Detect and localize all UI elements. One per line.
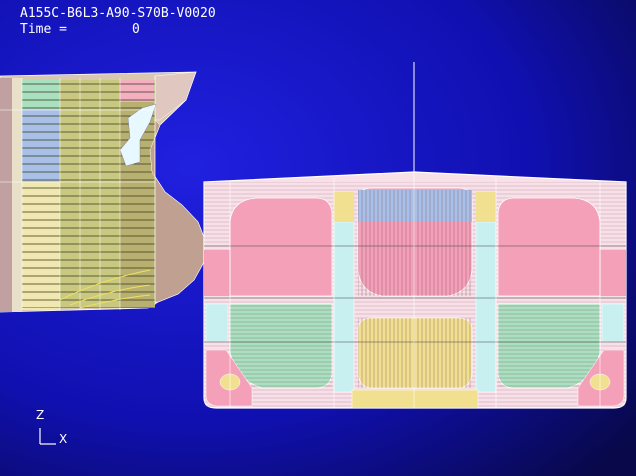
section-side-right — [600, 250, 626, 296]
section-side-left — [204, 250, 230, 296]
side-cut-highlight — [119, 103, 157, 167]
side-box-right — [601, 303, 625, 343]
section-deck-lines — [204, 245, 626, 343]
cross-section-model[interactable] — [203, 62, 627, 409]
bulkhead-right — [475, 221, 497, 393]
time-value: 0 — [132, 22, 140, 37]
side-frame-lines — [0, 76, 156, 310]
axis-x-label: X — [59, 432, 68, 446]
side-elevation-model[interactable] — [0, 71, 206, 313]
center-upper-lines — [358, 190, 472, 296]
deck-box-left — [334, 192, 354, 222]
axis-z-label: Z — [36, 408, 45, 422]
side-bow-structure — [149, 119, 206, 303]
section-frame-lines — [229, 172, 601, 408]
wing-tank-upper-right — [497, 197, 601, 297]
side-aft-strip — [0, 78, 12, 312]
deck-box-right — [476, 192, 496, 222]
keel-box — [351, 389, 479, 409]
wing-lower-right-lines — [498, 304, 600, 388]
bulkhead-left — [333, 221, 355, 393]
case-title: A155C-B6L3-A90-S70B-V0020 — [20, 6, 216, 21]
side-bottom-curves — [59, 269, 151, 309]
center-lower-lines — [358, 318, 472, 388]
xz-axis-triad-icon — [39, 428, 56, 445]
time-label: Time = — [20, 22, 67, 37]
wing-tank-upper-left — [229, 197, 333, 297]
side-aft-strip-2 — [12, 78, 22, 312]
side-box-left — [205, 303, 229, 343]
wing-lower-left-lines — [230, 304, 332, 388]
